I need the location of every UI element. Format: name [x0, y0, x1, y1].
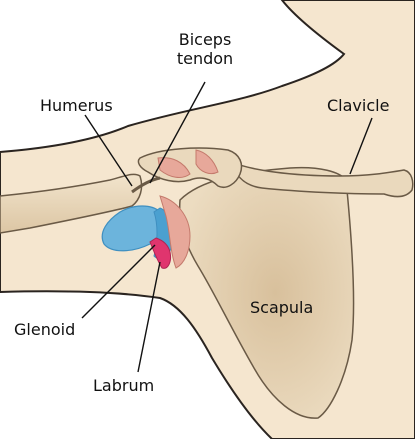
coracoclavicular-ligament	[157, 157, 191, 178]
label-biceps-tendon: Biceps tendon	[170, 30, 240, 68]
humerus-bone	[0, 173, 143, 234]
leader-line-clavicle	[349, 117, 373, 175]
leader-line-glenoid	[81, 244, 156, 319]
scapula-bone	[178, 166, 355, 419]
leader-line-humerus	[84, 114, 133, 187]
leader-line-labrum	[137, 261, 161, 373]
acromioclavicular-ligament	[195, 149, 219, 175]
biceps-tendon	[131, 176, 161, 194]
label-biceps-line1: Biceps	[178, 30, 232, 49]
label-glenoid: Glenoid	[14, 320, 76, 339]
label-scapula: Scapula	[250, 298, 314, 317]
capsule-ligament	[159, 195, 191, 269]
label-humerus: Humerus	[40, 96, 113, 115]
leader-line-biceps	[149, 81, 206, 184]
label-clavicle: Clavicle	[327, 96, 390, 115]
label-biceps-line2: tendon	[176, 49, 234, 68]
humeral-head-cartilage	[101, 205, 164, 252]
label-labrum: Labrum	[93, 376, 155, 395]
clavicle-bone	[230, 160, 414, 198]
